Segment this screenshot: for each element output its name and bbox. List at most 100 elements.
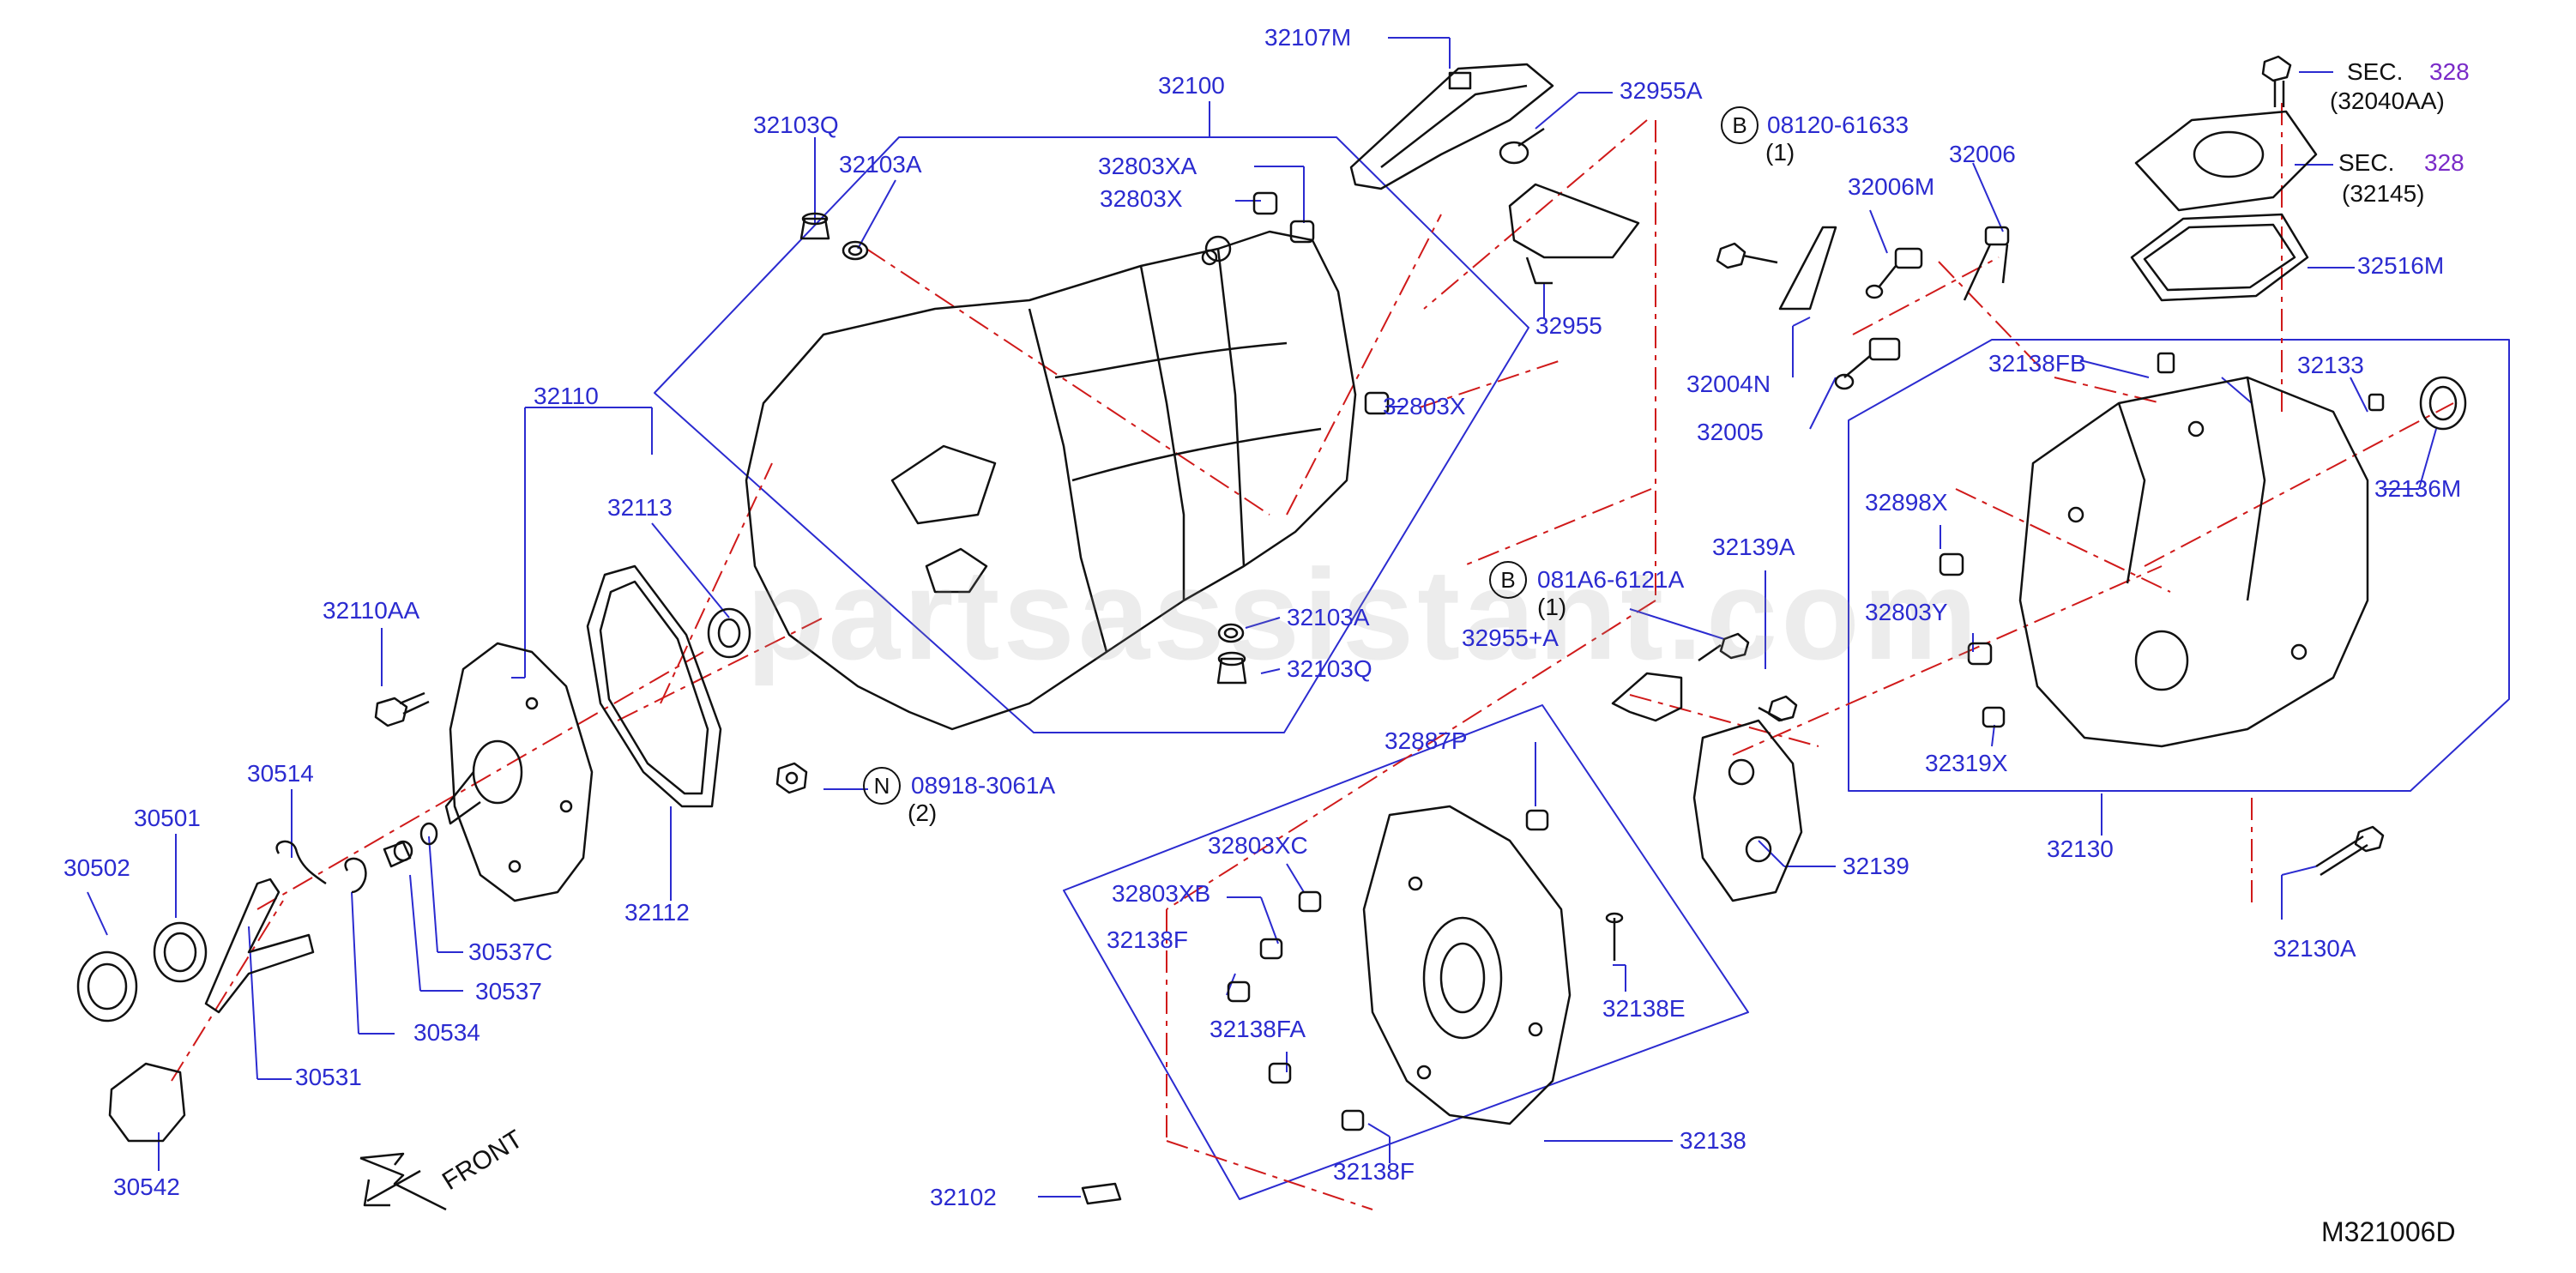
- bearing-30502: [76, 950, 138, 1023]
- bolt-ref-b2-qty: (1): [1537, 594, 1567, 620]
- switch-32005: [1834, 337, 1901, 390]
- clip-30514: [275, 840, 327, 885]
- dowel-32138FA: [1268, 1062, 1292, 1084]
- label-32138F-b: 32138F: [1333, 1158, 1415, 1185]
- label-32112: 32112: [624, 899, 690, 926]
- label-32803X-b: 32803X: [1383, 393, 1466, 419]
- bolt-ref-n-code: 08918-3061A: [911, 772, 1056, 799]
- label-32110: 32110: [534, 383, 599, 409]
- sec-ref-1-prefix[interactable]: SEC.: [2347, 58, 2404, 85]
- bolt-08120-61633: [1716, 242, 1778, 269]
- bolt-32955A: [1499, 127, 1545, 165]
- pin-32138FB: [2157, 352, 2175, 374]
- bolt-32130A: [2315, 825, 2385, 877]
- watermark: partsassistant.com: [746, 542, 1982, 686]
- boot-30542: [108, 1062, 186, 1143]
- label-32803Y: 32803Y: [1865, 599, 1948, 625]
- dowel-32138F-a: [1227, 980, 1251, 1003]
- label-32107M: 32107M: [1264, 24, 1352, 51]
- label-30501: 30501: [134, 805, 201, 831]
- gasket-32516M: [2130, 213, 2309, 302]
- bolt-ref-b2-circle: B: [1489, 561, 1527, 599]
- label-32955A: 32955A: [1620, 77, 1703, 104]
- label-32955: 32955: [1535, 312, 1602, 339]
- bushing-32803X-b: [1364, 391, 1390, 415]
- seal-32113: [707, 607, 751, 659]
- washer-32103A-a: [842, 240, 869, 261]
- label-32138F-a: 32138F: [1107, 926, 1188, 953]
- bolt-32139A: [1758, 695, 1798, 722]
- sec-ref-2-number[interactable]: 328: [2424, 149, 2464, 176]
- pivot-30537: [383, 840, 413, 868]
- bracket-32004N: [1778, 226, 1837, 311]
- sec-ref-2-prefix[interactable]: SEC.: [2338, 149, 2395, 176]
- label-30502: 30502: [63, 854, 130, 881]
- clip-30534: [344, 857, 367, 894]
- nut-08918-3061A: [775, 762, 808, 794]
- extension-32130: [2018, 376, 2369, 748]
- sec-ref-1-sub: (32040AA): [2330, 87, 2445, 114]
- frame-32100: [654, 136, 1529, 733]
- pin-32138E: [1605, 912, 1624, 961]
- gasket-32139: [1692, 719, 1803, 902]
- frame-32138: [1063, 704, 1749, 1200]
- label-32006: 32006: [1949, 141, 2016, 167]
- fork-30531: [204, 878, 315, 1014]
- bushing-32898X: [1939, 552, 1964, 576]
- bolt-ref-b1-qty: (1): [1765, 139, 1795, 166]
- seal-32136M: [2419, 376, 2467, 431]
- label-32130A: 32130A: [2273, 935, 2356, 962]
- label-32898X: 32898X: [1865, 489, 1948, 516]
- plate-32955plusA: [1611, 672, 1683, 722]
- label-32103A-a: 32103A: [839, 151, 922, 178]
- cover-32145: [2134, 110, 2318, 212]
- label-32138FB: 32138FB: [1988, 350, 2086, 377]
- bearing-30501: [153, 921, 208, 983]
- bushing-32803XC: [1298, 890, 1322, 913]
- label-32139: 32139: [1843, 853, 1909, 879]
- label-32110AA: 32110AA: [323, 597, 420, 624]
- front-arrow: [359, 1152, 447, 1211]
- label-32803XA: 32803XA: [1098, 153, 1198, 179]
- label-32102: 32102: [930, 1184, 997, 1210]
- label-30514: 30514: [247, 760, 314, 787]
- label-30537: 30537: [475, 978, 542, 1005]
- label-32136M: 32136M: [2374, 475, 2462, 502]
- label-32006M: 32006M: [1848, 173, 1935, 200]
- label-30534: 30534: [413, 1019, 480, 1046]
- bushing-32803XB: [1259, 938, 1283, 960]
- label-30531: 30531: [295, 1064, 362, 1090]
- rear-housing-32138: [1362, 805, 1572, 1125]
- sec-ref-1-number[interactable]: 328: [2429, 58, 2470, 85]
- bushing-32803X-a: [1289, 220, 1315, 244]
- label-30537C: 30537C: [468, 938, 553, 965]
- plug-32133: [2368, 393, 2385, 412]
- bolt-32110AA: [374, 691, 430, 727]
- label-32803XB: 32803XB: [1112, 880, 1211, 907]
- bolt-sec328: [2261, 55, 2292, 107]
- label-32138FA: 32138FA: [1210, 1016, 1306, 1042]
- label-32004N: 32004N: [1686, 371, 1771, 397]
- switch-32006M: [1865, 247, 1923, 299]
- label-32005: 32005: [1697, 419, 1764, 445]
- bolt-ref-n-circle: N: [863, 767, 901, 805]
- label-32803X-a: 32803X: [1100, 185, 1183, 212]
- label-32138: 32138: [1680, 1127, 1746, 1154]
- frame-32130: [1848, 339, 2510, 792]
- bushing-32319X: [1982, 706, 2006, 728]
- label-32130: 32130: [2047, 836, 2114, 862]
- label-32955plusA: 32955+A: [1462, 624, 1559, 651]
- figure-id: M321006D: [2321, 1216, 2456, 1247]
- bolt-081A6-6121A: [1698, 632, 1750, 662]
- plug-32102: [1081, 1182, 1122, 1205]
- bolt-ref-n-qty: (2): [908, 799, 938, 826]
- label-32516M: 32516M: [2357, 252, 2445, 279]
- bolt-ref-b1-circle: B: [1721, 106, 1759, 144]
- bracket-32107M: [1349, 63, 1554, 190]
- label-32113: 32113: [607, 494, 673, 521]
- bolt-ref-b2-code: 081A6-6121A: [1537, 566, 1685, 593]
- label-32139A: 32139A: [1712, 534, 1795, 560]
- label-32103A-b: 32103A: [1287, 604, 1370, 630]
